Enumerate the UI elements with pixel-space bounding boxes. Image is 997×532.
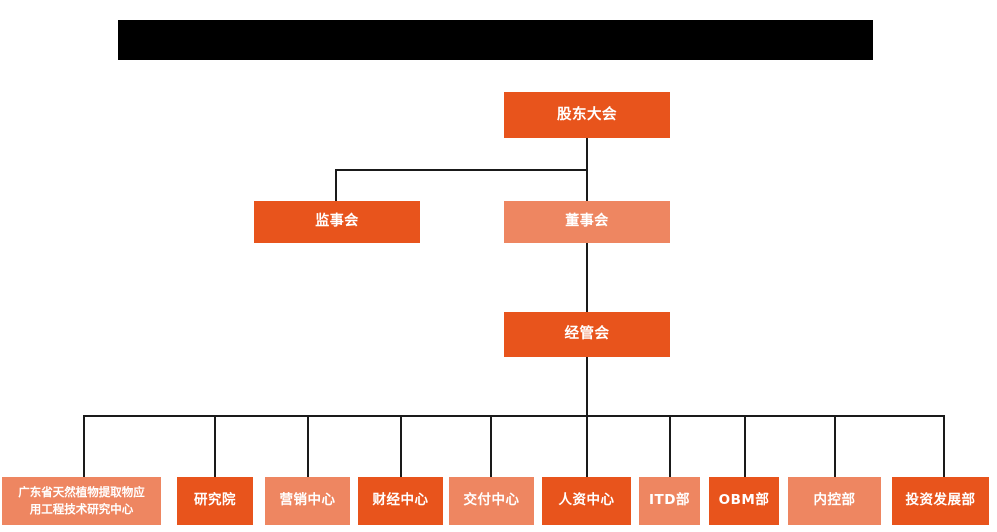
connector-drop-marketing-center — [307, 415, 309, 477]
connector-management-down — [586, 357, 588, 416]
node-shareholders[interactable]: 股东大会 — [504, 92, 670, 138]
node-research-center[interactable]: 广东省天然植物提取物应 用工程技术研究中心 — [2, 477, 161, 525]
connector-drop-hr-center — [586, 415, 588, 477]
connector-drop-investment-development-dept — [943, 415, 945, 477]
connector-drop-finance-center — [400, 415, 402, 477]
redacted-title-bar — [118, 20, 873, 60]
node-delivery-center[interactable]: 交付中心 — [449, 477, 534, 525]
node-delivery-center-label: 交付中心 — [463, 492, 520, 509]
node-obm-dept-label: OBM部 — [718, 492, 770, 509]
node-directors-label: 董事会 — [565, 213, 609, 230]
node-hr-center-label: 人资中心 — [558, 492, 615, 509]
connector-drop-delivery-center — [490, 415, 492, 477]
connector-shareholders-down — [586, 138, 588, 170]
connector-to-directors — [586, 169, 588, 202]
node-marketing-center-label: 营销中心 — [279, 492, 336, 509]
node-itd-dept-label: ITD部 — [649, 492, 690, 509]
node-shareholders-label: 股东大会 — [557, 106, 617, 123]
connector-level2-bus — [336, 169, 588, 171]
node-management-label: 经管会 — [564, 326, 610, 343]
node-research-center-label: 广东省天然植物提取物应 用工程技术研究中心 — [18, 485, 145, 516]
node-directors[interactable]: 董事会 — [504, 201, 670, 243]
node-supervisors[interactable]: 监事会 — [254, 201, 420, 243]
node-finance-center[interactable]: 财经中心 — [358, 477, 443, 525]
connector-drop-research-institute — [214, 415, 216, 477]
connector-drop-itd-dept — [669, 415, 671, 477]
connector-to-supervisors — [335, 169, 337, 202]
node-research-institute[interactable]: 研究院 — [177, 477, 253, 525]
node-internal-control-dept-label: 内控部 — [813, 492, 856, 509]
node-investment-development-dept-label: 投资发展部 — [905, 492, 976, 509]
node-investment-development-dept[interactable]: 投资发展部 — [892, 477, 989, 525]
node-finance-center-label: 财经中心 — [372, 492, 429, 509]
node-itd-dept[interactable]: ITD部 — [639, 477, 700, 525]
connector-level4-bus — [84, 415, 944, 417]
node-hr-center[interactable]: 人资中心 — [542, 477, 631, 525]
node-research-institute-label: 研究院 — [194, 492, 236, 509]
node-obm-dept[interactable]: OBM部 — [709, 477, 779, 525]
node-supervisors-label: 监事会 — [315, 213, 359, 230]
node-marketing-center[interactable]: 营销中心 — [265, 477, 350, 525]
node-management[interactable]: 经管会 — [504, 312, 670, 357]
connector-drop-research-center — [83, 415, 85, 477]
node-internal-control-dept[interactable]: 内控部 — [788, 477, 881, 525]
connector-drop-internal-control-dept — [834, 415, 836, 477]
connector-drop-obm-dept — [744, 415, 746, 477]
connector-directors-to-management — [586, 242, 588, 312]
